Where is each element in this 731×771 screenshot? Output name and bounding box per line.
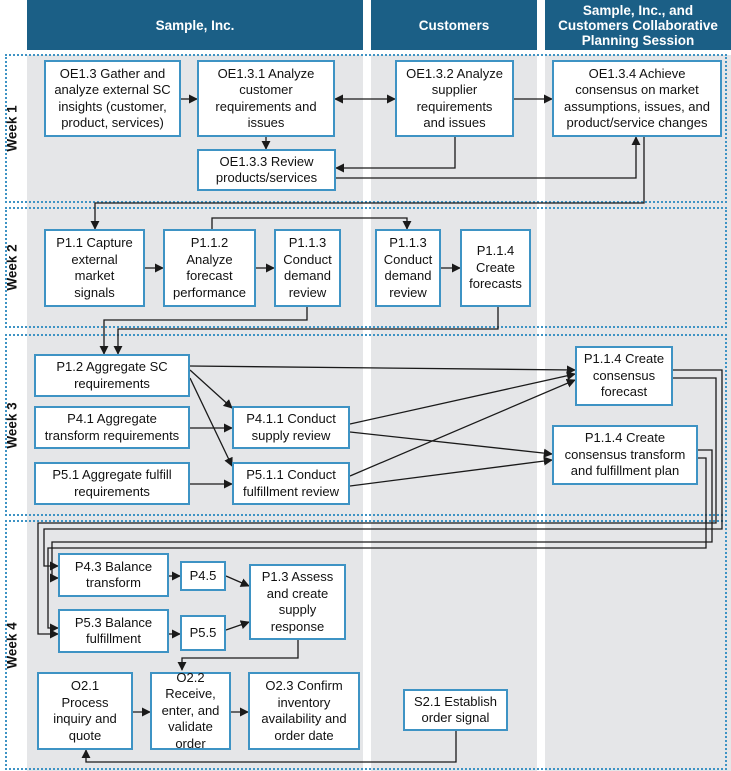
node-s2-1[interactable]: S2.1 Establish order signal [403,689,508,731]
node-p1-1-4-c[interactable]: P1.1.4 Create consensus transform and fu… [552,425,698,485]
lane-header-collab: Sample, Inc., and Customers Collaborativ… [545,0,731,50]
node-p1-1-3-b[interactable]: P1.1.3 Conduct demand review [375,229,441,307]
node-p1-3[interactable]: P1.3 Assess and create supply response [249,564,346,640]
node-p5-3[interactable]: P5.3 Balance fulfillment [58,609,169,653]
node-oe1-3[interactable]: OE1.3 Gather and analyze external SC ins… [44,60,181,137]
node-o2-2[interactable]: O2.2 Receive, enter, and validate order [150,670,231,751]
node-oe1-3-2[interactable]: OE1.3.2 Analyze supplier requirements an… [395,60,514,137]
node-o2-1[interactable]: O2.1 Process inquiry and quote [37,672,133,750]
node-p4-1-1[interactable]: P4.1.1 Conduct supply review [232,406,350,449]
node-p4-1[interactable]: P4.1 Aggregate transform requirements [34,406,190,449]
node-oe1-3-3[interactable]: OE1.3.3 Review products/services [197,149,336,191]
node-p4-3[interactable]: P4.3 Balance transform [58,553,169,597]
week-label-1: Week 1 [4,105,20,152]
node-p5-5[interactable]: P5.5 [180,615,226,651]
node-p1-1[interactable]: P1.1 Capture external market signals [44,229,145,307]
node-oe1-3-4[interactable]: OE1.3.4 Achieve consensus on market assu… [552,60,722,137]
node-oe1-3-1[interactable]: OE1.3.1 Analyze customer requirements an… [197,60,335,137]
lane-header-customers: Customers [371,0,537,50]
node-o2-3[interactable]: O2.3 Confirm inventory availability and … [248,672,360,750]
week-label-2: Week 2 [4,244,20,291]
node-p1-1-2[interactable]: P1.1.2 Analyze forecast performance [163,229,256,307]
node-p1-1-4-b[interactable]: P1.1.4 Create consensus forecast [575,346,673,406]
lane-header-sample: Sample, Inc. [27,0,363,50]
node-p5-1[interactable]: P5.1 Aggregate fulfill requirements [34,462,190,505]
node-p1-2[interactable]: P1.2 Aggregate SC requirements [34,354,190,397]
node-p4-5[interactable]: P4.5 [180,561,226,591]
week-label-4: Week 4 [4,621,20,669]
week-label-3: Week 3 [4,401,20,449]
node-p1-1-3-a[interactable]: P1.1.3 Conduct demand review [274,229,341,307]
node-p5-1-1[interactable]: P5.1.1 Conduct fulfillment review [232,462,350,505]
node-p1-1-4-a[interactable]: P1.1.4 Create forecasts [460,229,531,307]
